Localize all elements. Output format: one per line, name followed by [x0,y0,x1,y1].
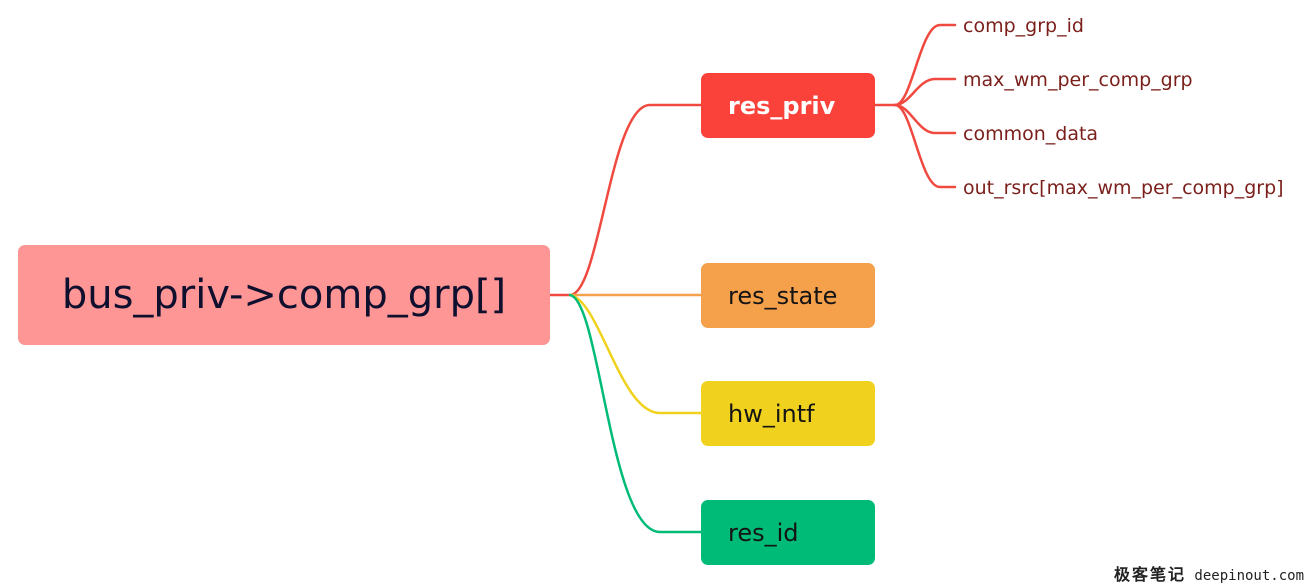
connector-leaf-4 [893,103,957,189]
branch-node-res-id[interactable]: res_id [701,500,875,565]
watermark: 极客笔记 deepinout.com [1114,561,1304,585]
connector-hw-intf [568,293,703,415]
connector-res-priv [548,103,703,297]
branch-node-res-priv[interactable]: res_priv [701,73,875,138]
root-label: bus_priv->comp_grp[] [61,272,507,318]
branch-label: res_id [728,518,799,547]
branch-label: res_state [728,281,838,310]
leaf-node-common-data[interactable]: common_data [963,123,1099,145]
leaf-node-max-wm-per-comp-grp[interactable]: max_wm_per_comp_grp [963,69,1193,91]
leaf-node-out-rsrc[interactable]: out_rsrc[max_wm_per_comp_grp] [963,177,1284,199]
leaf-node-comp-grp-id[interactable]: comp_grp_id [963,15,1084,37]
connector-leaf-2 [893,77,957,107]
connector-leaf-3 [893,103,957,135]
branch-node-res-state[interactable]: res_state [701,263,875,328]
watermark-site: deepinout.com [1194,568,1304,584]
branch-label: res_priv [728,91,836,120]
root-node[interactable]: bus_priv->comp_grp[] [18,245,550,345]
connector-res-id [568,293,703,534]
branch-node-hw-intf[interactable]: hw_intf [701,381,875,446]
branch-label: hw_intf [728,399,815,428]
watermark-cn: 极客笔记 [1113,565,1186,584]
